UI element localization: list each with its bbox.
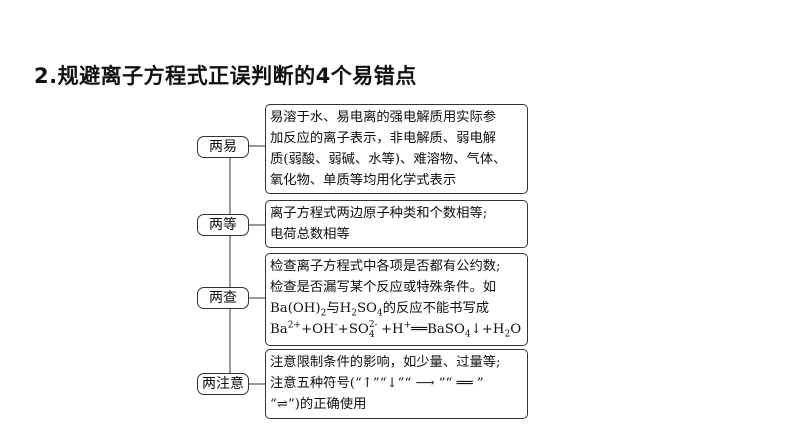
content-line: 注意限制条件的影响，如少量、过量等; [270, 355, 501, 370]
content-box-liangyi: 易溶于水、易电离的强电解质用实际参 加反应的离子表示，非电解质、弱电解 质(弱酸… [265, 104, 528, 194]
label-liangcha: 两查 [197, 287, 249, 309]
label-liangdeng: 两等 [197, 214, 249, 236]
content-line: 注意五种符号(“↑”“↓”“ ⟶ ”“ ══ ” [270, 376, 484, 391]
content-line: 氧化物、单质等均用化学式表示 [270, 173, 457, 188]
content-line: 质(弱酸、弱碱、水等)、难溶物、气体、 [270, 152, 507, 167]
formula-line-1: Ba(OH)2与H2SO4的反应不能书写成 [270, 301, 490, 319]
content-box-liangcha: 检查离子方程式中各项是否都有公约数; 检查是否漏写某个反应或特殊条件。如 Ba(… [265, 253, 528, 346]
content-line: “⇌”)的正确使用 [270, 397, 367, 412]
content-line: 检查是否漏写某个反应或特殊条件。如 [270, 280, 497, 295]
content-line: 加反应的离子表示，非电解质、弱电解 [270, 131, 497, 146]
content-box-liangdeng: 离子方程式两边原子种类和个数相等; 电荷总数相等 [265, 200, 528, 248]
label-liangyi: 两易 [197, 136, 249, 158]
content-line: 易溶于水、易电离的强电解质用实际参 [270, 110, 497, 125]
content-line: 电荷总数相等 [270, 227, 350, 242]
content-line: 检查离子方程式中各项是否都有公约数; [270, 259, 501, 274]
content-box-liangzhuyi: 注意限制条件的影响，如少量、过量等; 注意五种符号(“↑”“↓”“ ⟶ ”“ ═… [265, 349, 528, 419]
content-line: 离子方程式两边原子种类和个数相等; [270, 206, 488, 221]
label-liangzhuyi: 两注意 [197, 373, 249, 395]
section-title: 2.规避离子方程式正误判断的4个易错点 [34, 64, 417, 88]
